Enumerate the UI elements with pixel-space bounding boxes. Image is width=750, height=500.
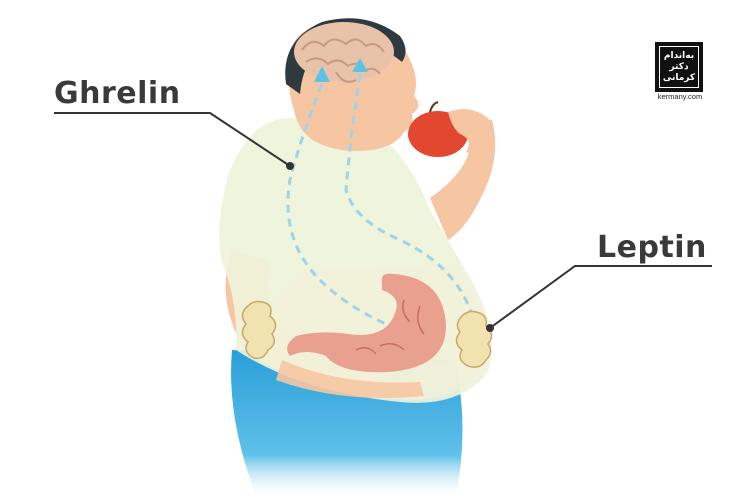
brain-folds: [301, 38, 385, 75]
stomach-folds: [355, 299, 425, 355]
fat-tissue-left: [241, 300, 277, 360]
leptin-path: [344, 73, 476, 323]
lower-arm: [276, 360, 424, 398]
arrow-up-right-icon: [352, 58, 368, 72]
leptin-leader-line: [489, 265, 712, 329]
ghrelin-leader-dot: [286, 162, 294, 170]
ghrelin-leader-line: [54, 112, 291, 167]
apple-stem: [429, 101, 439, 113]
leptin-leader-dot: [486, 324, 494, 332]
ghrelin-label: Ghrelin: [54, 76, 181, 111]
brand-logo: به‌اندام دکتر کرمانی: [655, 42, 703, 92]
hand: [448, 109, 494, 155]
brand-url: kermany.com: [657, 92, 703, 101]
logo-line-1: به‌اندام: [663, 50, 695, 61]
leptin-label: Leptin: [597, 230, 707, 265]
brain: [294, 22, 394, 82]
stomach: [287, 273, 446, 373]
arrow-up-left-icon: [314, 66, 330, 82]
logo-line-3: کرمانی: [662, 72, 696, 83]
logo-line-2: دکتر: [669, 61, 689, 72]
fat-tissue-right: [455, 310, 493, 368]
cerebellum: [335, 71, 357, 83]
